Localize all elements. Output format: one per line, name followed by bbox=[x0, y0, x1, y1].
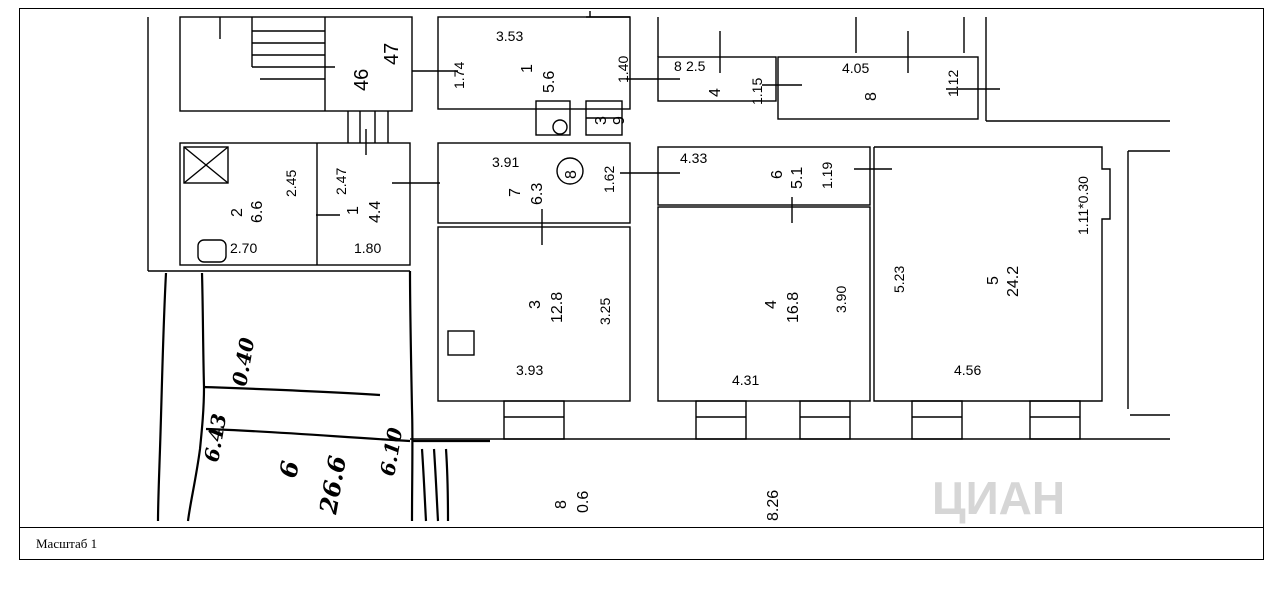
room-4-top-number: 4 bbox=[707, 88, 724, 97]
room-1-mid-number: 1 bbox=[345, 206, 362, 215]
room-7-circle-label: 8 bbox=[563, 170, 580, 179]
room-47-label: 47 bbox=[381, 43, 403, 65]
floor-plan: ЦИАН 46 47 3.53 1.74 1 5.6 1.40 3 9 8 2.… bbox=[20, 9, 1263, 527]
room-5-dim-bottom: 4.56 bbox=[954, 362, 981, 378]
room-2-dim-bottom: 2.70 bbox=[230, 240, 257, 256]
room-3-small-number: 3 bbox=[593, 116, 610, 125]
room-5-area: 24.2 bbox=[1005, 266, 1022, 297]
room-3-dim-right: 3.25 bbox=[597, 298, 613, 325]
room-9-small-number: 9 bbox=[611, 116, 628, 125]
room-5-number: 5 bbox=[985, 276, 1002, 285]
room-2-area: 6.6 bbox=[249, 201, 266, 223]
room-4-dim-right: 3.90 bbox=[833, 286, 849, 313]
room-6-dim-top: 4.33 bbox=[680, 150, 707, 166]
room-1-top-dim-right: 1.40 bbox=[615, 56, 631, 83]
room-2-dim-right: 2.45 bbox=[283, 170, 299, 197]
plan-frame: ЦИАН 46 47 3.53 1.74 1 5.6 1.40 3 9 8 2.… bbox=[19, 8, 1264, 560]
room-6-area: 5.1 bbox=[789, 167, 806, 189]
room-6-number: 6 bbox=[769, 170, 786, 179]
caption-bar: Масштаб 1 bbox=[20, 527, 1263, 559]
room-4-top-area: 2.5 bbox=[686, 58, 706, 74]
room-4-top-dim-right: 1.15 bbox=[749, 78, 765, 105]
room-1-top-area: 5.6 bbox=[541, 71, 558, 93]
handwritten-d: 6 bbox=[273, 458, 305, 480]
room-7-dim-right: 1.62 bbox=[601, 166, 617, 193]
room-1-top-dim-left: 1.74 bbox=[451, 62, 467, 89]
room-1-mid-area: 4.4 bbox=[367, 201, 384, 223]
room-8-top-area: 4.05 bbox=[842, 60, 869, 76]
floor-plan-drawing: ЦИАН 46 47 3.53 1.74 1 5.6 1.40 3 9 8 2.… bbox=[147, 11, 1170, 524]
room-4-number: 4 bbox=[763, 300, 780, 309]
room-8-top-number: 8 bbox=[863, 92, 880, 101]
room-5-dim-right: 1.11*0.30 bbox=[1075, 176, 1091, 235]
room-1-mid-dim-left: 2.47 bbox=[333, 168, 349, 195]
scale-caption: Масштаб 1 bbox=[36, 536, 98, 551]
room-3-area: 12.8 bbox=[549, 292, 566, 323]
room-1-mid-dim-bottom: 1.80 bbox=[354, 240, 381, 256]
room-46-label: 46 bbox=[351, 69, 373, 91]
watermark: ЦИАН bbox=[932, 472, 1065, 524]
room-2-number: 2 bbox=[229, 208, 246, 217]
handwritten-a: 0.40 bbox=[227, 336, 259, 388]
room-4-top-dim-left: 8 bbox=[674, 58, 682, 74]
room-7-number: 7 bbox=[507, 188, 524, 197]
room-8-top-dim-right: 1.12 bbox=[945, 70, 961, 97]
outside-dimension: 8.26 bbox=[765, 490, 782, 521]
room-3-dim-bottom: 3.93 bbox=[516, 362, 543, 378]
room-4-area: 16.8 bbox=[785, 292, 802, 323]
room-8-bottom-number: 8 bbox=[553, 500, 570, 509]
room-4-dim-bottom: 4.31 bbox=[732, 372, 759, 388]
handwritten-e: 26.6 bbox=[313, 453, 352, 517]
room-7-dim-top: 3.91 bbox=[492, 154, 519, 170]
room-3-number: 3 bbox=[527, 300, 544, 309]
room-6-dim-right: 1.19 bbox=[819, 162, 835, 189]
room-7-area: 6.3 bbox=[529, 183, 546, 205]
room-1-top-number: 1 bbox=[519, 64, 536, 73]
handwritten-b: 6.43 bbox=[199, 412, 231, 464]
room-1-top-dim-top: 3.53 bbox=[496, 28, 523, 44]
room-8-bottom-area: 0.6 bbox=[575, 491, 592, 513]
handwritten-c: 6.10 bbox=[375, 426, 407, 478]
room-5-dim-left: 5.23 bbox=[891, 266, 907, 293]
